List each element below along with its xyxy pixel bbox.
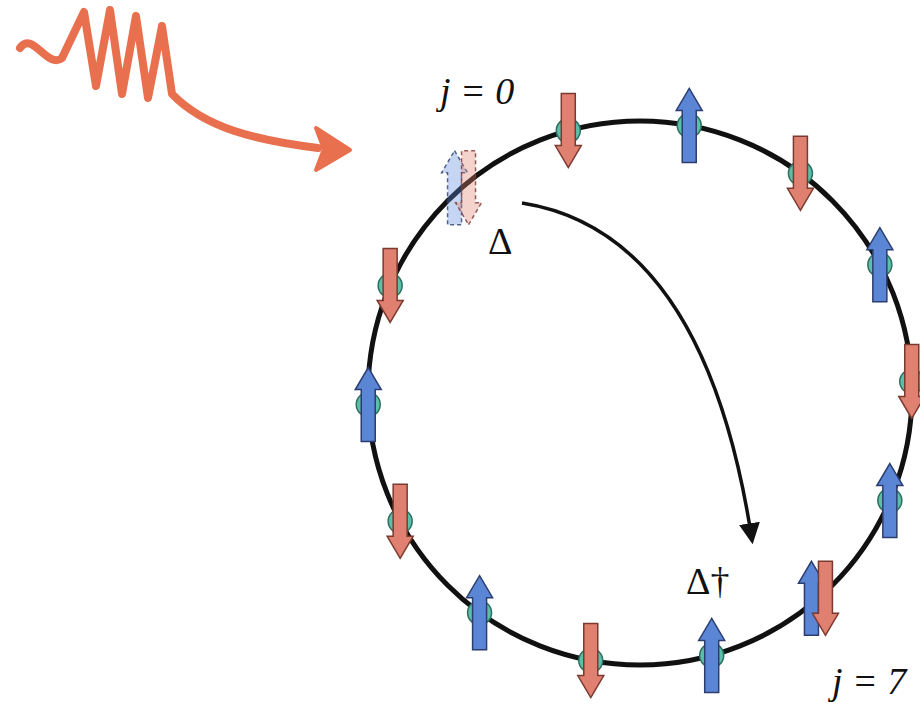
vacated-spin-down [456,151,482,225]
pair-operator: Δ [488,222,512,260]
spin-down-arrow [578,624,604,698]
site-index: j = 0 [440,72,514,110]
spin-up-arrow [355,368,381,442]
spin-down-arrow [387,484,413,558]
spin-up-arrow [867,228,893,302]
spin-up-arrow [699,618,725,692]
pair-operator-dagger: Δ† [686,562,729,600]
laser-pulse [20,10,318,148]
laser-pulse-head [316,128,350,170]
site-index: j = 7 [832,662,906,700]
spin-down-arrow [899,344,920,418]
spin-down-arrow [787,136,813,210]
hopping-arrow [522,203,752,540]
spin-up-arrow [877,464,903,538]
spin-up-arrow [676,88,702,162]
ring-lattice [368,121,912,665]
spin-up-arrow [467,576,493,650]
spin-down-arrow [812,561,838,635]
spin-down-arrow [555,94,581,168]
spin-down-arrow [377,248,403,322]
